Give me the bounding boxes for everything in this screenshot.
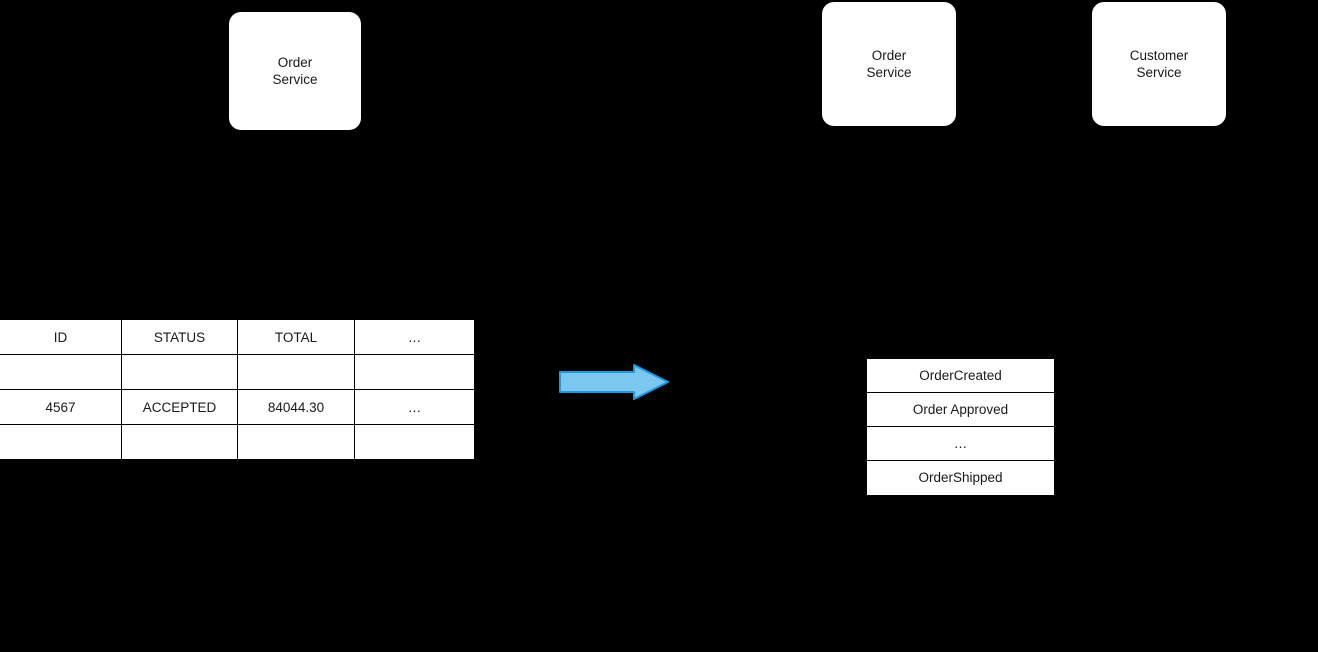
table-header-cell: STATUS [121,319,238,355]
list-item: OrderShipped [867,461,1054,495]
orders-table: ID STATUS TOTAL … 4567 ACCEPTED 84044.30… [0,319,475,460]
table-cell: ACCEPTED [121,389,238,425]
event-list: OrderCreated Order Approved … OrderShipp… [866,358,1055,496]
table-cell: 4567 [0,389,122,425]
list-item: OrderCreated [867,359,1054,393]
list-item: Order Approved [867,393,1054,427]
arrow-right-icon [559,364,669,400]
service-box-order-service-right[interactable]: Order Service [822,2,956,126]
table-cell: 84044.30 [237,389,355,425]
table-row [0,424,475,460]
table-row: 4567 ACCEPTED 84044.30 … [0,389,475,425]
service-box-order-service-left[interactable]: Order Service [229,12,361,130]
table-cell: … [354,389,475,425]
table-cell [0,424,122,460]
table-header-row: ID STATUS TOTAL … [0,319,475,355]
table-cell [354,354,475,390]
table-header-cell: ID [0,319,122,355]
service-box-customer-service[interactable]: Customer Service [1092,2,1226,126]
arrow-polygon [559,364,669,400]
table-cell [237,354,355,390]
table-cell [237,424,355,460]
list-item: … [867,427,1054,461]
table-header-cell: TOTAL [237,319,355,355]
table-cell [354,424,475,460]
table-cell [0,354,122,390]
table-row [0,354,475,390]
table-cell [121,354,238,390]
table-header-cell: … [354,319,475,355]
table-cell [121,424,238,460]
